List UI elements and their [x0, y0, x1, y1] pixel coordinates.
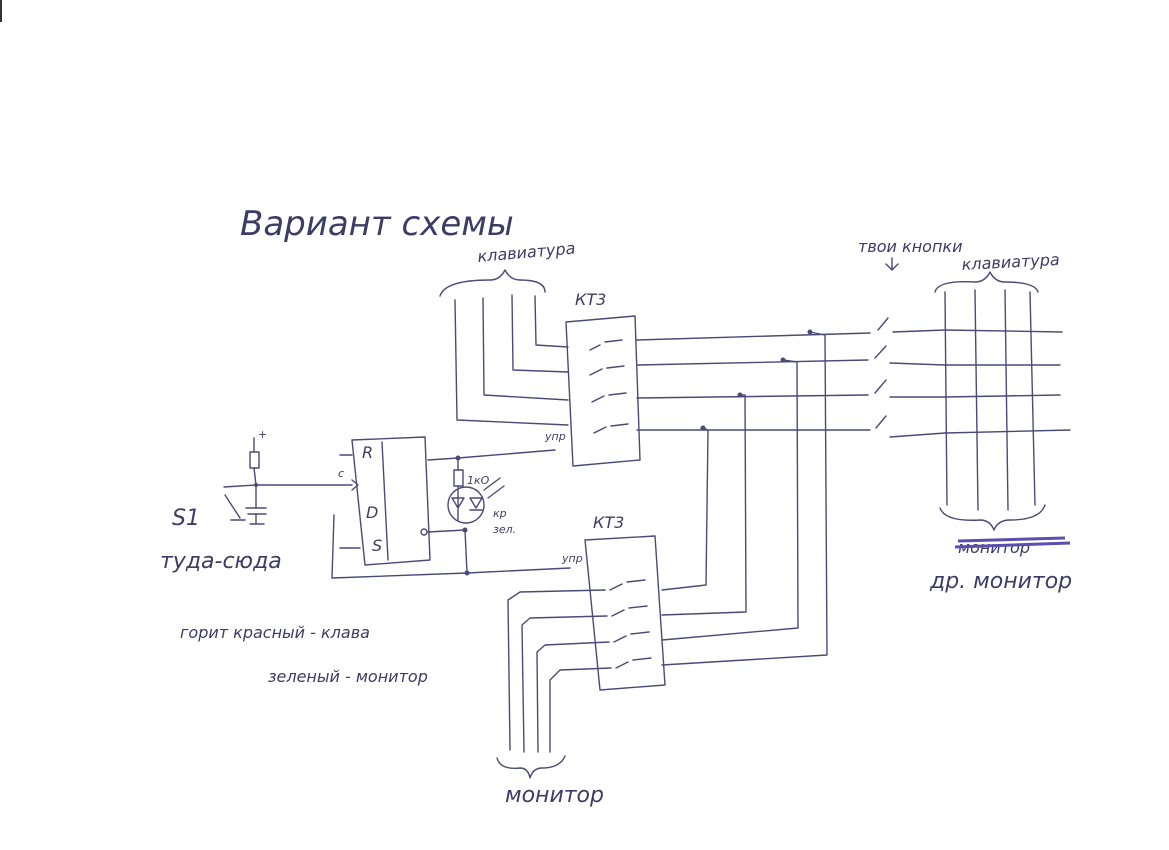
rc-input-circuit	[223, 437, 353, 525]
resistor-value-label: 1кО	[467, 474, 490, 487]
monitor-crossed-label: монитор	[958, 538, 1030, 557]
other-monitor-label: др. монитор	[929, 569, 1072, 594]
keyboard-top-wires	[454, 294, 569, 426]
bicolor-led-icon	[447, 486, 485, 524]
keyboard-right-brace	[934, 271, 1039, 293]
keyboard-top-brace	[439, 269, 546, 297]
monitor-bottom-wires	[507, 589, 612, 753]
kt3-bottom-switch-block	[584, 535, 666, 691]
keyboard-right-grid	[944, 289, 1071, 511]
scan-edge-mark	[0, 0, 2, 22]
strikethrough	[954, 536, 1071, 549]
diagram-title: Вариант схемы	[240, 204, 514, 244]
led-indicator-circuit	[331, 449, 571, 579]
pin-d-label: D	[366, 503, 378, 522]
note-green: зеленый - монитор	[268, 667, 428, 686]
resistor-icon	[249, 451, 260, 469]
monitor-bottom-label: монитор	[505, 783, 604, 808]
switch-s1-icon	[224, 494, 246, 521]
flip-flop	[339, 436, 431, 566]
control-bottom-label: упр	[561, 552, 583, 565]
led-green-label: зел.	[493, 523, 516, 536]
keyboard-right-label: клавиатура	[961, 250, 1060, 274]
kt3-top-switch-block	[565, 315, 641, 467]
button-wires	[636, 317, 946, 438]
pin-r-label: R	[362, 443, 373, 462]
led-red-label: кр	[493, 507, 507, 520]
led-resistor-icon	[453, 469, 464, 487]
control-top-label: упр	[544, 430, 566, 443]
monitor-branch-wires	[661, 331, 828, 666]
keyboard-right-bottom-brace	[939, 504, 1046, 531]
note-red: горит красный - клава	[180, 623, 370, 642]
pin-s-label: S	[372, 536, 382, 555]
arrow-down-icon	[885, 257, 899, 271]
clock-label: c	[338, 467, 344, 480]
plus-label: +	[258, 428, 267, 441]
capacitor-icon	[245, 507, 267, 515]
monitor-bottom-brace	[496, 755, 566, 779]
kt3-top-label: КТ3	[575, 290, 606, 309]
your-buttons-label: твои кнопки	[858, 237, 962, 256]
switch-label: S1	[172, 506, 200, 531]
switch-caption: туда-сюда	[160, 549, 282, 574]
kt3-bottom-label: КТ3	[593, 513, 624, 532]
